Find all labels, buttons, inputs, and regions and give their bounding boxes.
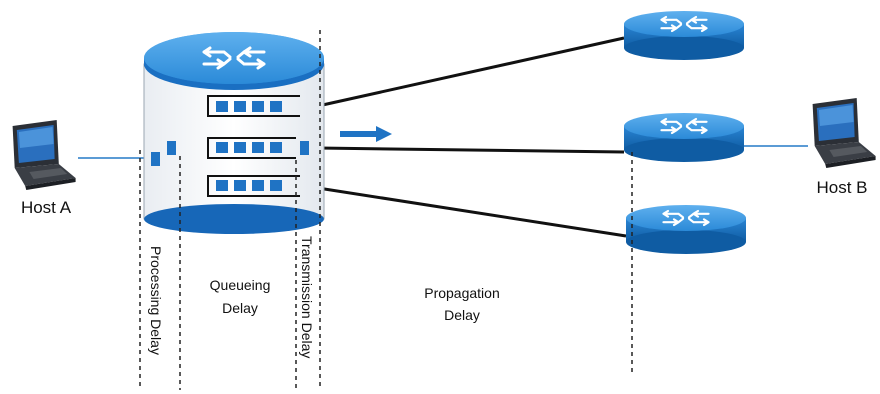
link-to-router-top <box>317 36 625 108</box>
processing-delay-label: Processing Delay <box>148 246 164 355</box>
processing-packet <box>167 141 176 155</box>
host-b-laptop-icon <box>812 98 876 168</box>
transmission-delay-label: Transmission Delay <box>299 236 315 358</box>
router-bottom <box>626 205 746 254</box>
output-queues <box>207 95 300 197</box>
delay-dividers <box>139 30 633 390</box>
queueing-delay-label-line2: Delay <box>222 300 258 316</box>
router-middle <box>624 113 744 162</box>
host-b-label: Host B <box>816 178 867 197</box>
host-a-laptop-icon <box>12 120 76 190</box>
processing-packet <box>151 152 160 166</box>
direction-arrow-icon <box>340 126 392 142</box>
host-a-label: Host A <box>21 198 72 217</box>
link-to-router-middle <box>317 146 625 154</box>
propagation-delay-label-line1: Propagation <box>424 285 500 301</box>
router-top <box>624 11 744 60</box>
queueing-delay-label-line1: Queueing <box>210 277 271 293</box>
transmitting-packet <box>300 141 309 155</box>
central-router <box>143 32 325 234</box>
link-to-router-bottom <box>317 186 627 238</box>
propagation-delay-label-line2: Delay <box>444 307 480 323</box>
